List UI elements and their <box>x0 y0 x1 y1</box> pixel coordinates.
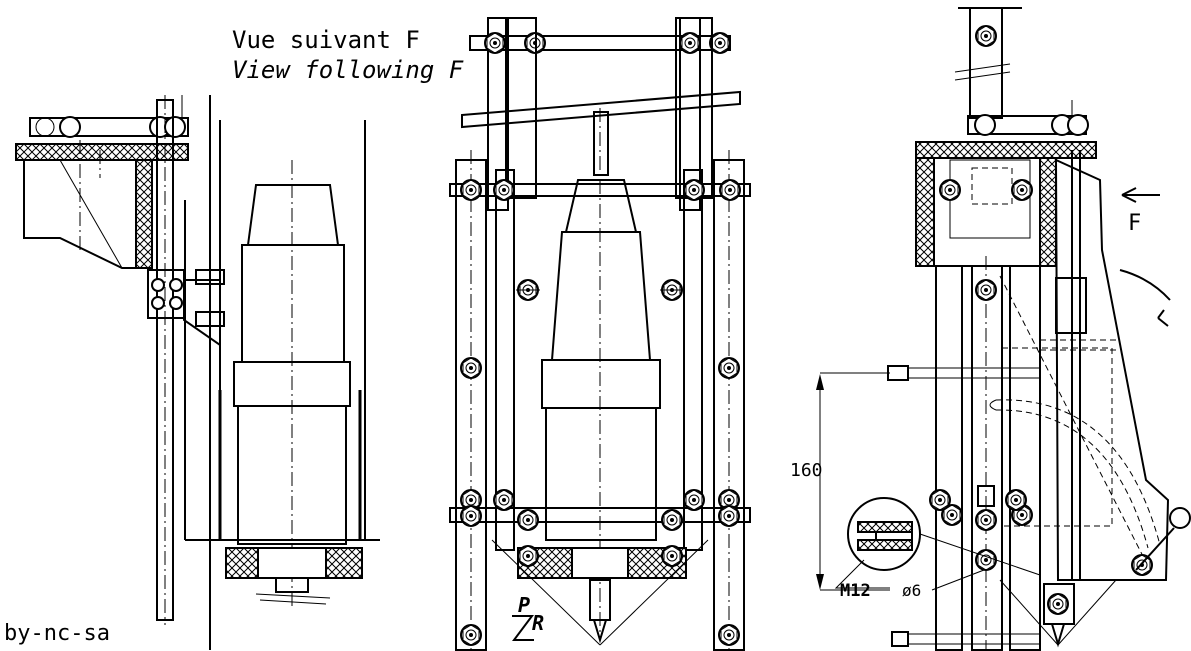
right-view: 160 M12 ø6 <box>790 7 1191 651</box>
pr-symbol-p: P <box>518 593 530 617</box>
handle-knob <box>1169 507 1191 529</box>
motor-body-upper <box>241 244 345 363</box>
diameter-6-callout: ø6 <box>902 581 921 600</box>
bracket-body <box>23 159 153 269</box>
diagonal-bar <box>461 90 741 129</box>
pr-symbol-r: R <box>532 611 544 635</box>
view-title-fr: Vue suivant F <box>232 26 420 54</box>
thread-m12-callout: M12 <box>840 581 871 601</box>
dimension-160: 160 <box>790 460 823 481</box>
center-motor-lower <box>545 407 657 541</box>
bracket-plate <box>15 143 189 161</box>
arrow-label-f: F <box>1128 211 1141 236</box>
view-title-en: View following F <box>232 56 464 84</box>
left-arrow-icon <box>1121 187 1160 203</box>
cylinder-housing <box>1054 158 1170 581</box>
rotation-arc-icon <box>1119 269 1171 327</box>
right-frame-center <box>971 265 1003 651</box>
center-view: P R <box>449 17 751 651</box>
right-frame-left <box>935 265 963 651</box>
motor-cap <box>246 184 340 246</box>
center-motor-upper <box>550 231 652 361</box>
left-view: Vue suivant F View following F <box>15 26 464 650</box>
lever-arm <box>29 117 189 137</box>
license-text: by-nc-sa <box>4 621 110 646</box>
